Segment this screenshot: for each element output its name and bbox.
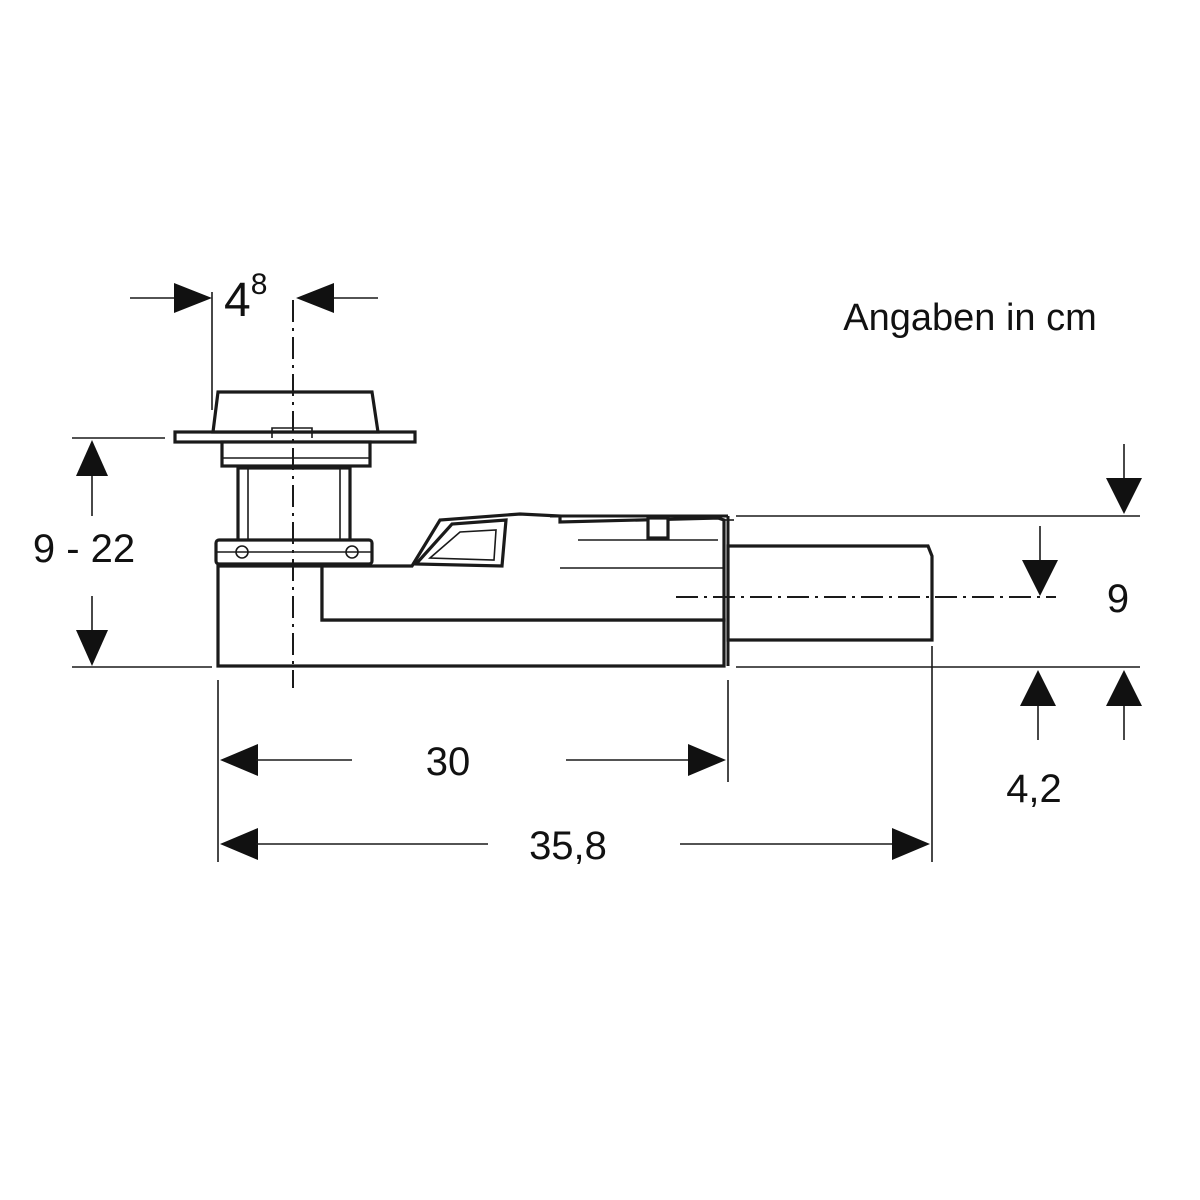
trap-hatch xyxy=(412,518,508,568)
dim-outlet-offset-label: 4,2 xyxy=(1006,767,1062,811)
outlet-pipe xyxy=(726,544,934,642)
units-note: Angaben in cm xyxy=(843,297,1097,339)
dim-drain-width-label: 48 xyxy=(224,268,267,327)
dim-outlet-offset: 4,2 xyxy=(1006,670,1142,811)
dim-body-length-label: 30 xyxy=(426,740,471,784)
dim-height-range-label: 9 - 22 xyxy=(33,527,135,571)
dim-outlet-height: 9 xyxy=(1022,444,1142,621)
dim-total-length: 35,8 xyxy=(220,824,930,868)
drain-part xyxy=(173,390,934,668)
dim-body-length: 30 xyxy=(220,740,726,784)
drain-grate-box xyxy=(211,390,380,434)
trap-latch xyxy=(646,516,670,540)
dim-height-range: 9 - 22 xyxy=(33,440,135,666)
dim-drain-width: 48 xyxy=(130,268,378,327)
drain-collar xyxy=(220,440,372,468)
dim-outlet-height-label: 9 xyxy=(1107,577,1129,621)
dim-total-length-label: 35,8 xyxy=(529,824,607,868)
